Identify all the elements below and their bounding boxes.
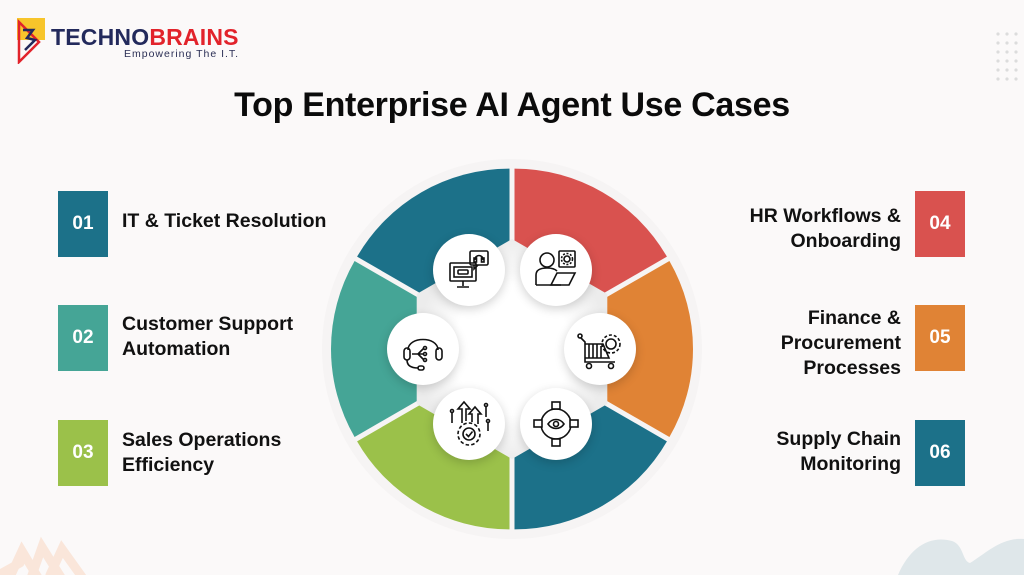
computer-ticket-support-icon [449,250,489,288]
use-case-label-line: HR Workflows & [749,205,901,227]
blob-decoration [898,538,1024,575]
use-case-label-line: Finance & [807,307,901,329]
use-case-label-line: Onboarding [790,230,902,252]
person-laptop-gear-icon [535,250,577,286]
use-case-number-02: 02 [58,305,108,371]
use-case-label-02: Customer Support Automation [122,312,293,362]
gear-growth-arrows-icon [449,400,491,446]
use-case-label-04: HR Workflows & Onboarding [750,204,901,254]
headset-network-icon [403,338,443,371]
use-case-wheel [322,159,702,539]
use-case-label-06: Supply Chain Monitoring [776,427,901,477]
logo-wordmark: TECHNOBRAINS [51,24,239,51]
use-case-number-01: 01 [58,191,108,257]
use-case-label-line: Monitoring [800,453,901,475]
use-case-label-line: Sales Operations [122,429,282,451]
use-case-label-line: Automation [122,338,231,360]
use-case-label-05: Finance & Procurement Processes [781,306,901,381]
logo-tagline: Empowering The I.T. [124,48,240,60]
icon-circle-04 [520,234,592,306]
icon-circle-01 [433,234,505,306]
brush-stroke-decoration [0,536,87,575]
use-case-label-line: Procurement [780,332,901,354]
use-case-number-05: 05 [915,305,965,371]
use-case-number-04: 04 [915,191,965,257]
use-case-number-03: 03 [58,420,108,486]
page-title: Top Enterprise AI Agent Use Cases [234,86,790,124]
dot-grid-decoration [996,32,1018,81]
use-case-label-line: Efficiency [122,454,215,476]
use-case-label-line: Processes [803,357,901,379]
use-case-number-06: 06 [915,420,965,486]
use-case-label-03: Sales Operations Efficiency [122,428,281,478]
use-case-label-01: IT & Ticket Resolution [122,209,326,234]
cart-gear-icon [577,333,621,370]
icon-circle-03 [433,388,505,460]
logo-word-brains: BRAINS [149,24,239,50]
logo-word-techno: TECHNO [51,24,150,50]
icon-circle-06 [520,388,592,460]
icon-circle-05 [564,313,636,385]
use-case-label-line: Supply Chain [776,428,901,450]
icon-circle-02 [387,313,459,385]
use-case-label-line: IT & Ticket Resolution [122,210,327,232]
technobrains-logo: TECHNOBRAINS Empowering The I.T. [17,18,257,66]
logo-mark-icon [17,18,45,64]
eye-boxes-network-icon [533,401,579,447]
use-case-label-line: Customer Support [122,313,294,335]
